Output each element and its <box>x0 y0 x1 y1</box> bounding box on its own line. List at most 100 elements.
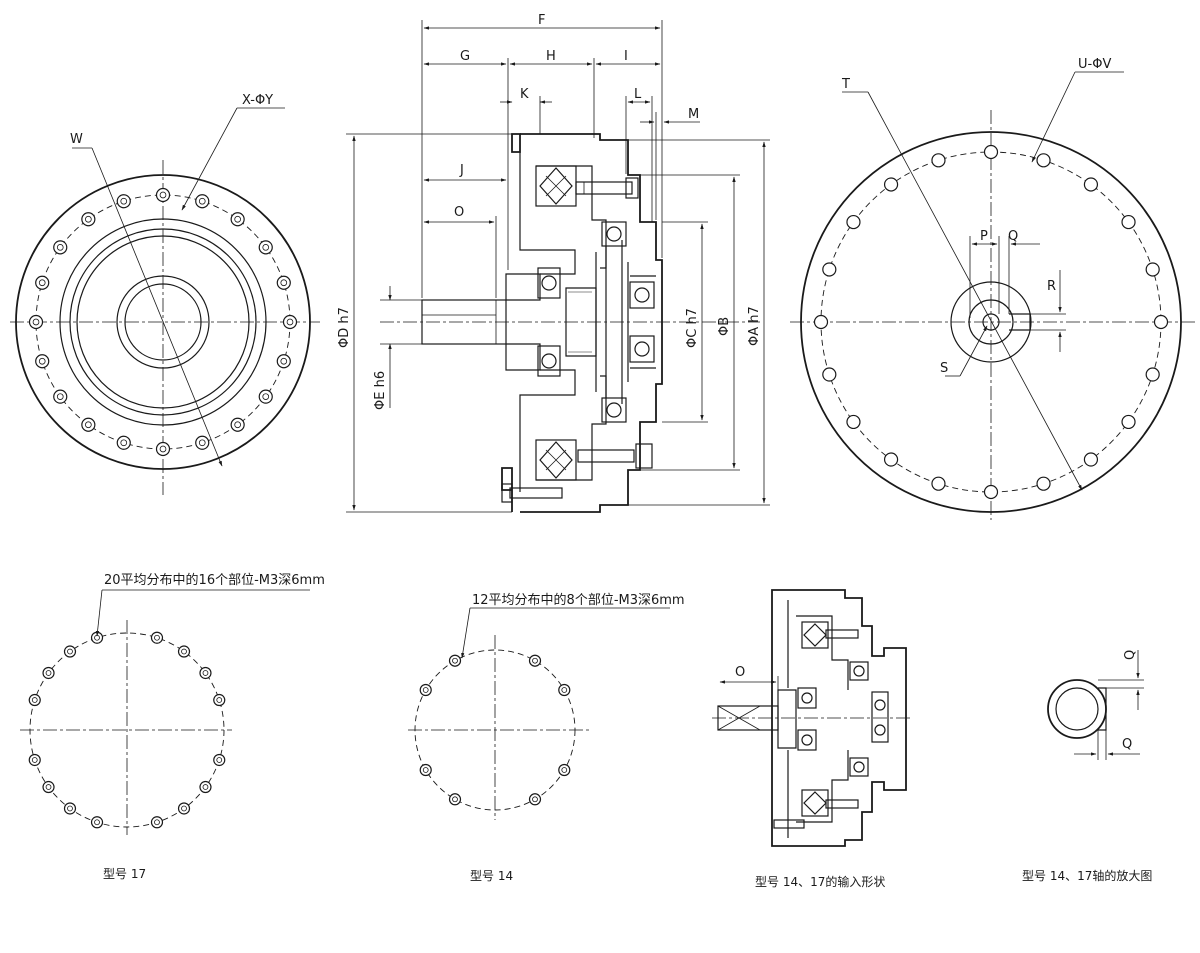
label-d: ΦD h7 <box>337 307 352 348</box>
bolt-hole <box>1083 452 1099 467</box>
bolt-hole-inner <box>262 393 270 400</box>
bolt-hole <box>230 212 245 227</box>
bolt-hole <box>116 435 131 450</box>
label-q-detail-top: Q <box>1123 650 1138 660</box>
label-b: ΦB <box>717 317 732 336</box>
label-x-y: X-ΦY <box>242 93 273 108</box>
label-a: ΦA h7 <box>747 306 762 346</box>
bolt-hole <box>258 389 273 404</box>
bolt-hole <box>1083 177 1099 192</box>
bolt-hole <box>28 753 41 767</box>
bolt-hole <box>150 816 164 829</box>
bolt-hole <box>230 417 245 432</box>
bolt-hole-inner <box>216 757 223 763</box>
label-e: ΦE h6 <box>373 371 388 410</box>
bolt-hole <box>1121 414 1136 430</box>
label-k: K <box>520 87 529 102</box>
input-shape-view: O 型号 14、17的输入形状 <box>712 589 910 889</box>
center-section-view: F G H I K L M <box>337 13 770 513</box>
label-m: M <box>688 107 699 122</box>
label-o: O <box>454 205 464 220</box>
right-rear-view: T U-ΦV P Q R S <box>790 57 1195 520</box>
label-o-input: O <box>735 665 745 680</box>
model17-hole-pattern: 20平均分布中的16个部位-M3深6mm 型号 17 <box>20 572 325 881</box>
bolt-hole <box>177 645 191 658</box>
bolt-hole <box>282 314 298 330</box>
dim-f: F <box>421 13 663 298</box>
bolt-hole-inner <box>202 670 209 676</box>
bolt-hole-inner <box>85 215 92 223</box>
bolt-hole-inner <box>198 439 206 447</box>
bolt-hole-inner <box>280 357 288 365</box>
label-q-detail-bottom: Q <box>1122 737 1132 752</box>
bolt-hole-inner <box>38 279 46 287</box>
bolt-hole-inner <box>120 197 128 205</box>
bolt-hole <box>53 240 68 255</box>
label-w: W <box>70 132 83 147</box>
bolt-hole <box>81 417 96 432</box>
bolt-hole-inner <box>32 318 40 326</box>
bolt-hole-inner <box>154 634 160 641</box>
bolt-hole <box>419 763 432 777</box>
label-c: ΦC h7 <box>685 308 700 348</box>
model14-hole-pattern: 12平均分布中的8个部位-M3深6mm 型号 14 <box>408 592 685 883</box>
bolt-hole-inner <box>422 767 429 773</box>
bolt-hole <box>116 194 131 209</box>
dim-c: ΦC h7 <box>662 221 708 423</box>
bolt-hole-inner <box>532 796 538 803</box>
bolt-hole <box>1121 214 1136 230</box>
bolt-hole <box>883 177 899 192</box>
bolt-hole <box>983 484 999 500</box>
bolt-hole <box>883 452 899 467</box>
label-r: R <box>1047 279 1056 294</box>
bolt-hole <box>35 354 50 369</box>
caption-shaft-detail: 型号 14、17轴的放大图 <box>1022 868 1152 883</box>
bolt-hole <box>448 793 462 806</box>
bolt-hole <box>931 153 946 168</box>
bolt-bottom <box>577 443 653 469</box>
bolt-hole <box>90 816 104 829</box>
bolt-hole <box>213 753 226 767</box>
dim-k: K <box>500 87 552 134</box>
label-l: L <box>634 87 642 102</box>
bolt-hole <box>931 476 946 491</box>
bolt-hole <box>558 763 571 777</box>
caption-input-shape: 型号 14、17的输入形状 <box>755 874 885 889</box>
note-model17-holes: 20平均分布中的16个部位-M3深6mm <box>104 572 325 588</box>
label-p: P <box>980 229 988 244</box>
bolt-hole-inner <box>561 767 568 773</box>
dim-o: O <box>423 205 497 298</box>
bolt-hole <box>42 780 55 794</box>
bolt-hole <box>28 314 44 330</box>
bolt-hole <box>528 654 542 667</box>
note-model14-holes: 12平均分布中的8个部位-M3深6mm <box>472 592 685 608</box>
bolt-hole-inner <box>280 279 288 287</box>
dim-l: L <box>625 87 653 222</box>
bolt-hole <box>42 666 55 680</box>
bolt-hole <box>177 802 191 815</box>
bolt-hole-inner <box>120 439 128 447</box>
bolt-hole-inner <box>56 393 64 400</box>
bolt-hole-inner <box>202 784 209 790</box>
bolt-hole <box>558 683 571 697</box>
bolt-hole-inner <box>286 318 294 326</box>
dim-d: ΦD h7 <box>337 133 512 513</box>
bolt-hole-inner <box>234 421 241 429</box>
bolt-hole <box>35 275 50 290</box>
cross-roller-bottom <box>535 439 577 481</box>
label-u-v: U-ΦV <box>1078 57 1111 72</box>
bolt-hole <box>822 367 837 382</box>
cross-roller-top <box>535 165 577 207</box>
bolt-hole-inner <box>38 357 46 365</box>
bolt-hole <box>846 414 861 430</box>
bolt-hole-inner <box>181 648 187 655</box>
bolt-lower-left <box>501 483 563 503</box>
bolt-top <box>575 177 639 199</box>
bolt-hole-inner <box>31 757 38 763</box>
label-t: T <box>841 77 850 92</box>
bolt-hole <box>983 144 999 160</box>
bolt-hole <box>199 666 212 680</box>
label-h: H <box>546 49 556 64</box>
bolt-hole-inner <box>31 697 38 703</box>
label-q: Q <box>1008 229 1018 244</box>
